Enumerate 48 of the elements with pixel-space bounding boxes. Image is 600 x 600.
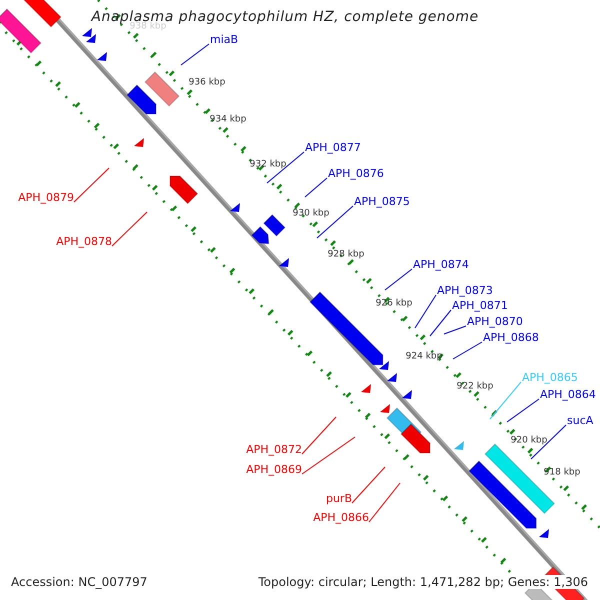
- leader-line: [352, 466, 386, 504]
- leader-line: [490, 382, 522, 420]
- gene-label: APH_0876: [328, 167, 384, 180]
- position-tick-label: 926 kbp: [376, 298, 412, 310]
- leader-line: [302, 436, 356, 474]
- gene-label: APH_0864: [540, 388, 596, 401]
- position-tick-label: 918 kbp: [544, 468, 580, 478]
- leader-line: [414, 294, 436, 328]
- gene-label: APH_0879: [18, 191, 74, 204]
- gene-label: purB: [326, 492, 352, 505]
- leader-line: [452, 342, 482, 360]
- leader-line: [302, 416, 336, 454]
- leader-line: [368, 482, 400, 522]
- gene-label: APH_0875: [354, 195, 410, 208]
- leader-line: [384, 268, 412, 290]
- genome-info-text: Accession: NC_007797: [9, 575, 150, 589]
- leader-line: [530, 424, 566, 460]
- position-tick-label: 932 kbp: [250, 160, 286, 170]
- gene-label: sucA: [567, 414, 594, 427]
- gene-label: APH_0866: [313, 511, 369, 524]
- position-tick-label: 930 kbp: [292, 208, 330, 220]
- position-tick-label: 920 kbp: [510, 436, 548, 446]
- leader-line: [506, 398, 540, 422]
- gene-label: APH_0874: [413, 258, 469, 271]
- leader-line: [74, 168, 110, 202]
- genome-title: Anaplasma phagocytophilum HZ, complete genome: [90, 9, 480, 25]
- gene-label: APH_0871: [452, 299, 508, 312]
- position-tick-label: 934 kbp: [210, 114, 246, 126]
- gene-label: APH_0878: [56, 235, 112, 248]
- leader-line: [444, 326, 466, 334]
- gene-label: APH_0870: [467, 315, 523, 328]
- leader-line: [266, 152, 304, 184]
- leader-line: [180, 44, 210, 66]
- leader-line: [112, 212, 148, 246]
- gene-label: APH_0868: [483, 331, 539, 344]
- position-tick-label: 936 kbp: [188, 78, 226, 88]
- leader-line: [316, 206, 354, 238]
- genome-info-text: Topology: circular; Length: 1,471,282 bp; Genes: 1,306: [256, 575, 590, 589]
- position-tick-label: 922 kbp: [456, 382, 494, 392]
- position-tick-label: 928 kbp: [328, 250, 364, 260]
- gene-label: APH_0869: [246, 463, 302, 476]
- leader-line: [304, 178, 328, 198]
- gene-label: APH_0872: [246, 443, 302, 456]
- gene-label: APH_0865: [522, 371, 578, 384]
- gene-label: APH_0877: [305, 141, 361, 154]
- leader-line: [430, 310, 452, 336]
- gene-label: APH_0873: [437, 284, 493, 297]
- gene-label: miaB: [210, 33, 238, 46]
